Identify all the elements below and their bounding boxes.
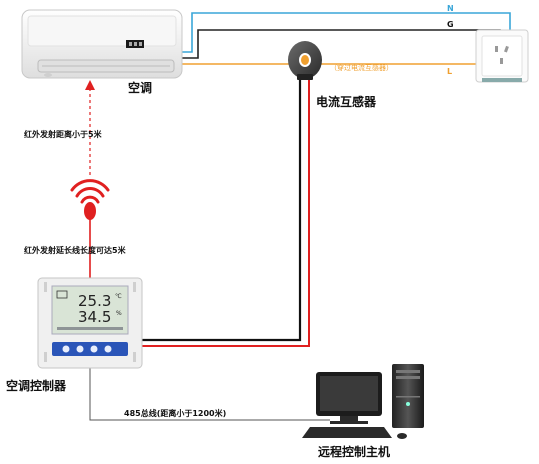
- wire-label-g: G: [447, 20, 454, 29]
- controller-humidity: 34.5: [78, 308, 111, 326]
- ir-arrow-head: [85, 80, 95, 90]
- remote-host-label: 远程控制主机: [318, 444, 390, 459]
- lcd-indicator-icon: [56, 290, 68, 299]
- controller-temperature-unit: ℃: [115, 293, 122, 300]
- controller-lcd: [51, 285, 129, 335]
- ground-wire: [180, 29, 501, 59]
- current-transformer-label: 电流互感器: [316, 94, 377, 109]
- wire-label-n: N: [447, 4, 454, 13]
- ct-red-lead: [140, 78, 310, 347]
- controller-button-4[interactable]: [104, 345, 112, 353]
- controller-button-2[interactable]: [76, 345, 84, 353]
- current-transformer: [288, 41, 322, 80]
- air-conditioner: [21, 9, 183, 79]
- remote-host-computer: [302, 364, 424, 439]
- mouse-icon: [397, 433, 407, 439]
- neutral-wire: [180, 12, 511, 53]
- through-ct-note: （穿过电流互感器）: [330, 63, 393, 72]
- ac-controller-label: 空调控制器: [6, 378, 67, 393]
- ct-black-lead: [140, 78, 302, 342]
- controller-humidity-unit: %: [116, 310, 122, 317]
- controller-button-3[interactable]: [90, 345, 98, 353]
- controller-button-1[interactable]: [62, 345, 70, 353]
- lcd-segment-bar-icon: [57, 327, 123, 330]
- ir-extension-label: 红外发射延长线长度可达5米: [24, 245, 127, 255]
- ac-unit-label: 空调: [128, 80, 152, 95]
- bus-line: [89, 368, 330, 421]
- wiring: [85, 12, 511, 421]
- ir-emitter: [70, 179, 110, 220]
- bus-label: 485总线(距离小于1200米): [124, 408, 226, 418]
- wall-socket: [475, 29, 529, 83]
- ir-distance-label: 红外发射距离小于5米: [24, 129, 103, 139]
- ac-controller: [37, 277, 143, 369]
- keyboard-icon: [302, 427, 392, 438]
- controller-temperature: 25.3: [78, 292, 111, 310]
- wire-label-l: L: [447, 67, 452, 76]
